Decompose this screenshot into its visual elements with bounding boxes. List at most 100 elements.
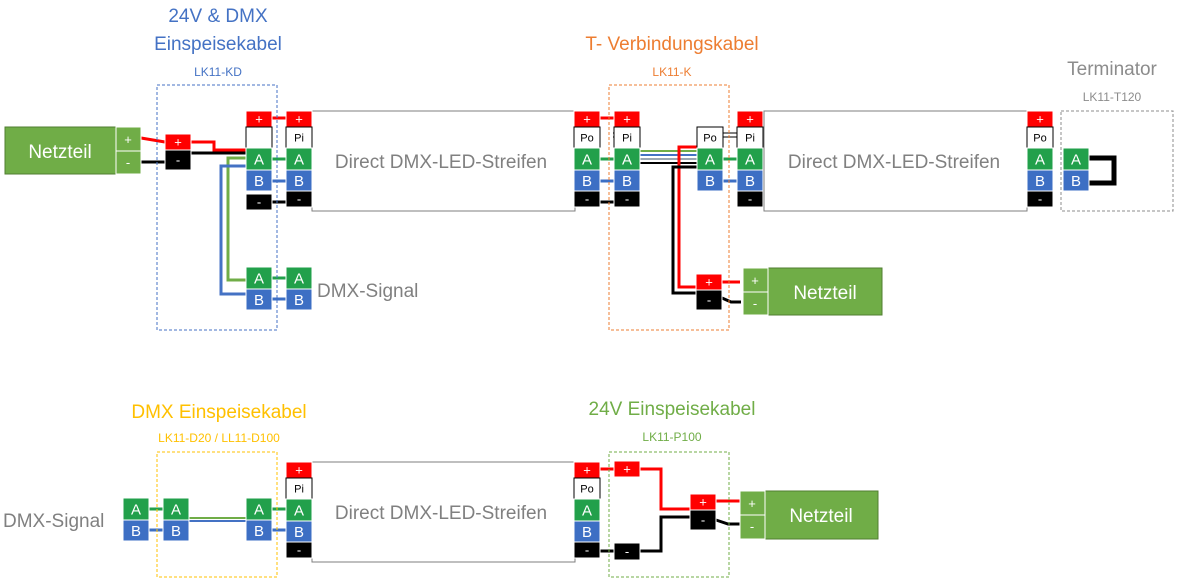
pad-b — [162, 519, 190, 542]
pad-label-a: A — [745, 151, 755, 168]
t-code: LK11-K — [652, 65, 691, 79]
pad-minus — [695, 289, 723, 311]
pad-plus — [613, 460, 641, 478]
pad-label-minus: - — [257, 195, 261, 210]
wire-terminator — [1089, 155, 1117, 186]
pad-label-b: B — [622, 173, 632, 190]
pad-label-b: B — [254, 292, 264, 309]
pad-label-plus: + — [623, 112, 631, 127]
pad-b — [285, 288, 313, 311]
pad-minus — [736, 190, 764, 208]
pad-label-a: A — [294, 270, 304, 287]
terminator-code: LK11-T120 — [1083, 90, 1142, 104]
pad-label-b: B — [1035, 173, 1045, 190]
wire-bottom-plus — [640, 467, 690, 511]
pad-label-a: A — [294, 151, 304, 168]
pad-label-b: B — [582, 524, 592, 541]
led-strip-1 — [311, 110, 576, 212]
pad-label-b: B — [705, 173, 715, 190]
pad-label-plus: + — [699, 495, 707, 510]
pad-label-a: A — [1071, 151, 1081, 168]
pad-label-a: A — [582, 151, 592, 168]
pad-label-plus: + — [174, 135, 182, 150]
power-supply-2: Netzteil + - — [742, 267, 883, 316]
wire-plus-psu1 — [140, 136, 166, 144]
pad-label-b: B — [294, 173, 304, 190]
p-feed-code: LK11-P100 — [642, 430, 701, 444]
pad-label-a: A — [254, 501, 264, 518]
feed-code: LK11-KD — [194, 65, 242, 79]
pad-minus — [164, 149, 192, 171]
pad-b — [696, 169, 724, 192]
pad-label-pi: Pi — [622, 132, 632, 144]
wire-psu2-minus — [721, 296, 741, 304]
pad-label-minus: - — [625, 544, 629, 559]
feed-title-line1: 24V & DMX — [168, 6, 268, 27]
terminator-box — [1060, 110, 1174, 212]
pad-minus — [285, 541, 313, 559]
wire-t-minus-down — [671, 165, 697, 295]
pad-label-b: B — [254, 523, 264, 540]
pad-minus — [613, 190, 641, 208]
pad-label-a: A — [131, 501, 141, 518]
labels: 24V & DMX Einspeisekabel LK11-KD T- Verb… — [3, 6, 1158, 532]
pad-label-a: A — [171, 501, 181, 518]
pad-minus — [1026, 190, 1054, 208]
svg-text:-: - — [126, 155, 130, 170]
pad-label-a: A — [705, 151, 715, 168]
wire-t-plus-down — [677, 145, 697, 289]
dmx-signal-label-top: DMX-Signal — [317, 281, 418, 302]
pad-b — [1062, 169, 1090, 192]
pad-b — [122, 519, 150, 542]
wires — [140, 116, 1117, 553]
p-cable-box — [608, 451, 730, 578]
pad-label-minus: - — [707, 293, 711, 308]
pad-label-plus: + — [295, 112, 303, 127]
dmx-signal-label-bottom: DMX-Signal — [3, 511, 104, 532]
pad-label-po: Po — [580, 483, 593, 495]
strip-2-label: Direct DMX-LED-Streifen — [788, 152, 1000, 173]
svg-text:+: + — [124, 132, 132, 147]
pad-label-pi: Pi — [745, 132, 755, 144]
t-cable-box — [608, 84, 730, 331]
pad-label-po: Po — [703, 132, 716, 144]
strip-1-label: Direct DMX-LED-Streifen — [335, 152, 547, 173]
pad-b — [245, 169, 273, 192]
pad-label-minus: - — [297, 543, 301, 558]
strip-3-label: Direct DMX-LED-Streifen — [335, 503, 547, 524]
pad-label-minus: - — [585, 543, 589, 558]
led-strip-3 — [311, 461, 576, 563]
pad-b — [245, 288, 273, 311]
pad-label-minus: - — [297, 192, 301, 207]
pad-minus — [245, 193, 273, 211]
pad-label-b: B — [294, 292, 304, 309]
t-title: T- Verbindungskabel — [585, 34, 758, 55]
svg-text:Netzteil: Netzteil — [793, 283, 856, 304]
pad-label-pi: Pi — [294, 132, 304, 144]
pad-label-b: B — [582, 173, 592, 190]
pad-minus — [689, 509, 717, 531]
feed-cable-box — [156, 84, 278, 331]
pad-label-a: A — [294, 502, 304, 519]
feed-title-line2: Einspeisekabel — [154, 34, 282, 55]
pad-b — [245, 519, 273, 542]
wire-plus-feed — [191, 140, 246, 152]
led-strip-2 — [763, 110, 1028, 212]
power-supply-3: Netzteil + - — [739, 490, 879, 540]
dmx-feed-code: LK11-D20 / LL11-D100 — [158, 431, 280, 445]
terminator-title: Terminator — [1067, 59, 1157, 80]
pad-label-pi: Pi — [294, 483, 304, 495]
pad-label-plus: + — [583, 112, 591, 127]
pad-label-plus: + — [295, 463, 303, 478]
dmx-cable-box — [156, 451, 278, 578]
svg-text:+: + — [748, 496, 756, 511]
svg-text:-: - — [750, 519, 754, 534]
pad-label-minus: - — [1038, 192, 1042, 207]
svg-text:-: - — [753, 296, 757, 311]
wire-bottom-minus — [640, 515, 690, 553]
pad-label-b: B — [131, 523, 141, 540]
pad-label-plus: + — [583, 463, 591, 478]
pad-label-a: A — [1035, 151, 1045, 168]
pad-minus — [285, 190, 313, 208]
connector-pads: +AB-+PiAB-+PoAB-+PiAB-PoAB+PiAB-+PoAB-AB… — [122, 110, 1090, 561]
